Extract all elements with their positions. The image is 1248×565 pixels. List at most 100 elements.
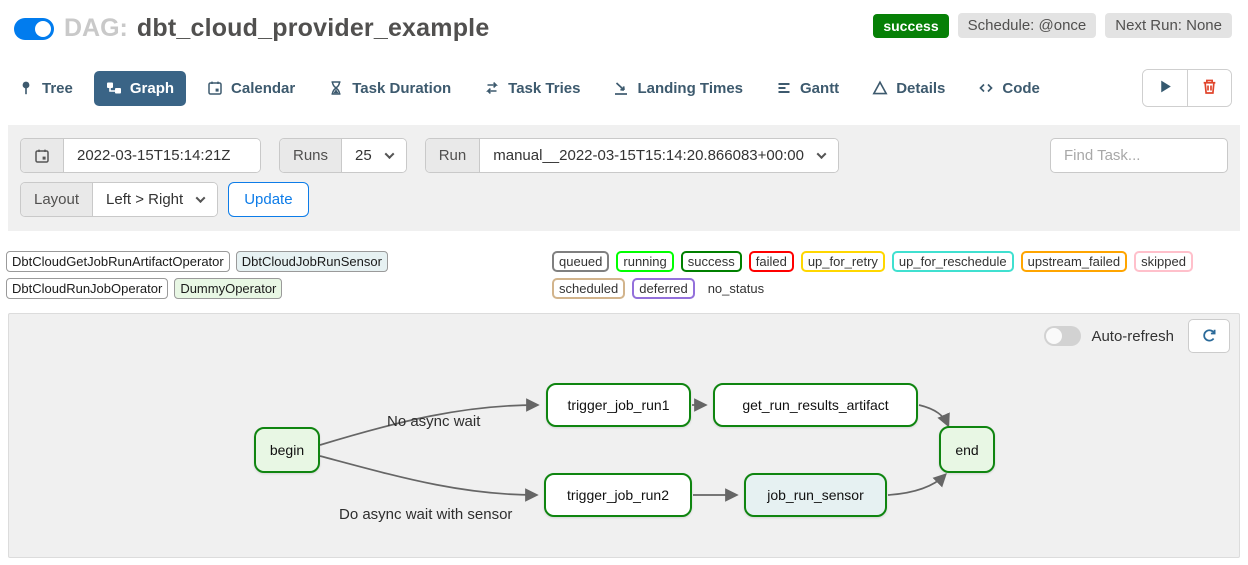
tab-calendar[interactable]: Calendar (195, 71, 307, 106)
edge-begin-to-trigger_job_run1 (319, 398, 540, 446)
tab-label: Tree (42, 79, 73, 97)
operator-badge: DbtCloudGetJobRunArtifactOperator (6, 251, 230, 272)
tab-gantt[interactable]: Gantt (764, 71, 851, 106)
state-badge-deferred[interactable]: deferred (632, 278, 695, 299)
base-date-input[interactable] (64, 139, 260, 172)
hourglass-icon (328, 80, 344, 96)
tab-tree[interactable]: Tree (6, 71, 85, 106)
next-run-badge: Next Run: None (1105, 13, 1232, 38)
task-node-begin[interactable]: begin (254, 427, 320, 473)
state-badge-running[interactable]: running (616, 251, 674, 272)
play-icon (1157, 78, 1174, 98)
tab-label: Task Duration (352, 79, 452, 97)
find-task-input[interactable] (1050, 138, 1228, 173)
edge-label: No async wait (387, 413, 481, 430)
graph-panel: Auto-refresh begin trigger_job_run1 get_ru… (8, 313, 1240, 558)
tab-task-tries[interactable]: Task Tries (472, 71, 592, 106)
edge-job_run_sensor-to-end (887, 473, 947, 496)
dag-action-buttons (1142, 69, 1232, 107)
state-badge-up_for_reschedule[interactable]: up_for_reschedule (891, 251, 1014, 272)
chevron-down-icon (195, 193, 206, 204)
retry-icon (484, 80, 500, 96)
toggle-knob (1046, 328, 1063, 344)
layout-select[interactable]: Left > Right (93, 183, 218, 216)
refresh-icon (1201, 328, 1217, 344)
run-select[interactable]: manual__2022-03-15T15:14:20.866083+00:00 (480, 139, 838, 172)
tab-label: Graph (129, 79, 175, 97)
filter-panel: Runs 25 Run manual__2022-03-15T15:14:20.… (8, 125, 1240, 231)
task-node-end[interactable]: end (939, 426, 995, 473)
graph-icon (106, 80, 122, 96)
runs-label: Runs (280, 139, 343, 172)
tab-code[interactable]: Code (966, 71, 1052, 106)
state-badge-failed[interactable]: failed (748, 251, 794, 272)
page-title: dbt_cloud_provider_example (136, 14, 490, 42)
auto-refresh-toggle[interactable] (1044, 326, 1082, 346)
edge-label: Do async wait with sensor (339, 506, 513, 523)
chevron-down-icon (816, 149, 827, 160)
tab-label: Details (896, 79, 946, 97)
tab-landing-times[interactable]: Landing Times (601, 71, 755, 106)
trash-icon (1201, 78, 1218, 98)
operator-badge: DbtCloudRunJobOperator (6, 278, 169, 299)
tab-label: Gantt (800, 79, 840, 97)
trigger-dag-button[interactable] (1143, 70, 1187, 106)
runs-group: Runs 25 (279, 138, 407, 173)
code-icon (978, 80, 994, 96)
tab-label: Landing Times (637, 79, 744, 97)
state-label-no-status: no_status (707, 281, 765, 296)
header-badges: success Schedule: @once Next Run: None (873, 13, 1232, 38)
run-group: Run manual__2022-03-15T15:14:20.866083+0… (424, 138, 839, 173)
layout-label: Layout (21, 183, 94, 216)
dag-header: DAG: dbt_cloud_provider_example success … (14, 13, 1232, 43)
toggle-knob (35, 20, 51, 37)
tab-label: Code (1002, 79, 1040, 97)
edge-layer (319, 398, 950, 502)
calendar-icon (207, 80, 223, 96)
landing-icon (613, 80, 629, 96)
edge-begin-to-trigger_job_run2 (319, 455, 539, 502)
tab-task-duration[interactable]: Task Duration (316, 71, 463, 106)
state-badge-queued[interactable]: queued (552, 251, 610, 272)
operator-badge: DummyOperator (174, 278, 283, 299)
num-runs-select[interactable]: 25 (342, 139, 406, 172)
schedule-badge: Schedule: @once (957, 13, 1097, 38)
tab-graph[interactable]: Graph (93, 70, 187, 106)
chevron-down-icon (384, 149, 395, 160)
task-node-trigger_job_run1[interactable]: trigger_job_run1 (546, 383, 691, 427)
edge-get_run_results_artifact-to-end (918, 404, 950, 428)
state-badge-skipped[interactable]: skipped (1134, 251, 1193, 272)
dag-prefix-label: DAG: (64, 14, 128, 42)
calendar-icon (34, 148, 50, 164)
details-icon (872, 80, 888, 96)
calendar-addon (21, 139, 64, 172)
refresh-button[interactable] (1188, 319, 1230, 353)
gantt-icon (776, 80, 792, 96)
refresh-controls: Auto-refresh (1044, 319, 1230, 353)
dag-graph-canvas[interactable]: begin trigger_job_run1 get_run_results_art… (9, 314, 1239, 557)
task-node-get_run_results_artifact[interactable]: get_run_results_artifact (713, 383, 918, 427)
task-node-trigger_job_run2[interactable]: trigger_job_run2 (544, 473, 692, 517)
tab-label: Calendar (231, 79, 296, 97)
layout-group: Layout Left > Right (20, 182, 219, 217)
state-badge-upstream_failed[interactable]: upstream_failed (1020, 251, 1128, 272)
tab-details[interactable]: Details (860, 71, 957, 106)
task-node-job_run_sensor[interactable]: job_run_sensor (744, 473, 887, 517)
update-button[interactable]: Update (228, 182, 309, 217)
operator-badge: DbtCloudJobRunSensor (235, 251, 388, 272)
run-label: Run (425, 139, 481, 172)
view-tabbar: Tree Graph Calendar Task Duration Task Tries… (6, 69, 1232, 107)
tree-icon (18, 80, 34, 96)
tab-label: Task Tries (508, 79, 581, 97)
delete-dag-button[interactable] (1187, 70, 1231, 106)
base-date-group (20, 138, 261, 173)
state-badge-scheduled[interactable]: scheduled (552, 278, 626, 299)
auto-refresh-label: Auto-refresh (1091, 327, 1174, 345)
state-badge-success[interactable]: success (680, 251, 742, 272)
status-badge: success (873, 13, 949, 38)
state-badge-up_for_retry[interactable]: up_for_retry (800, 251, 885, 272)
dag-pause-toggle[interactable] (14, 17, 54, 40)
state-legend: queued running success failed up_for_retry up… (552, 251, 1240, 299)
